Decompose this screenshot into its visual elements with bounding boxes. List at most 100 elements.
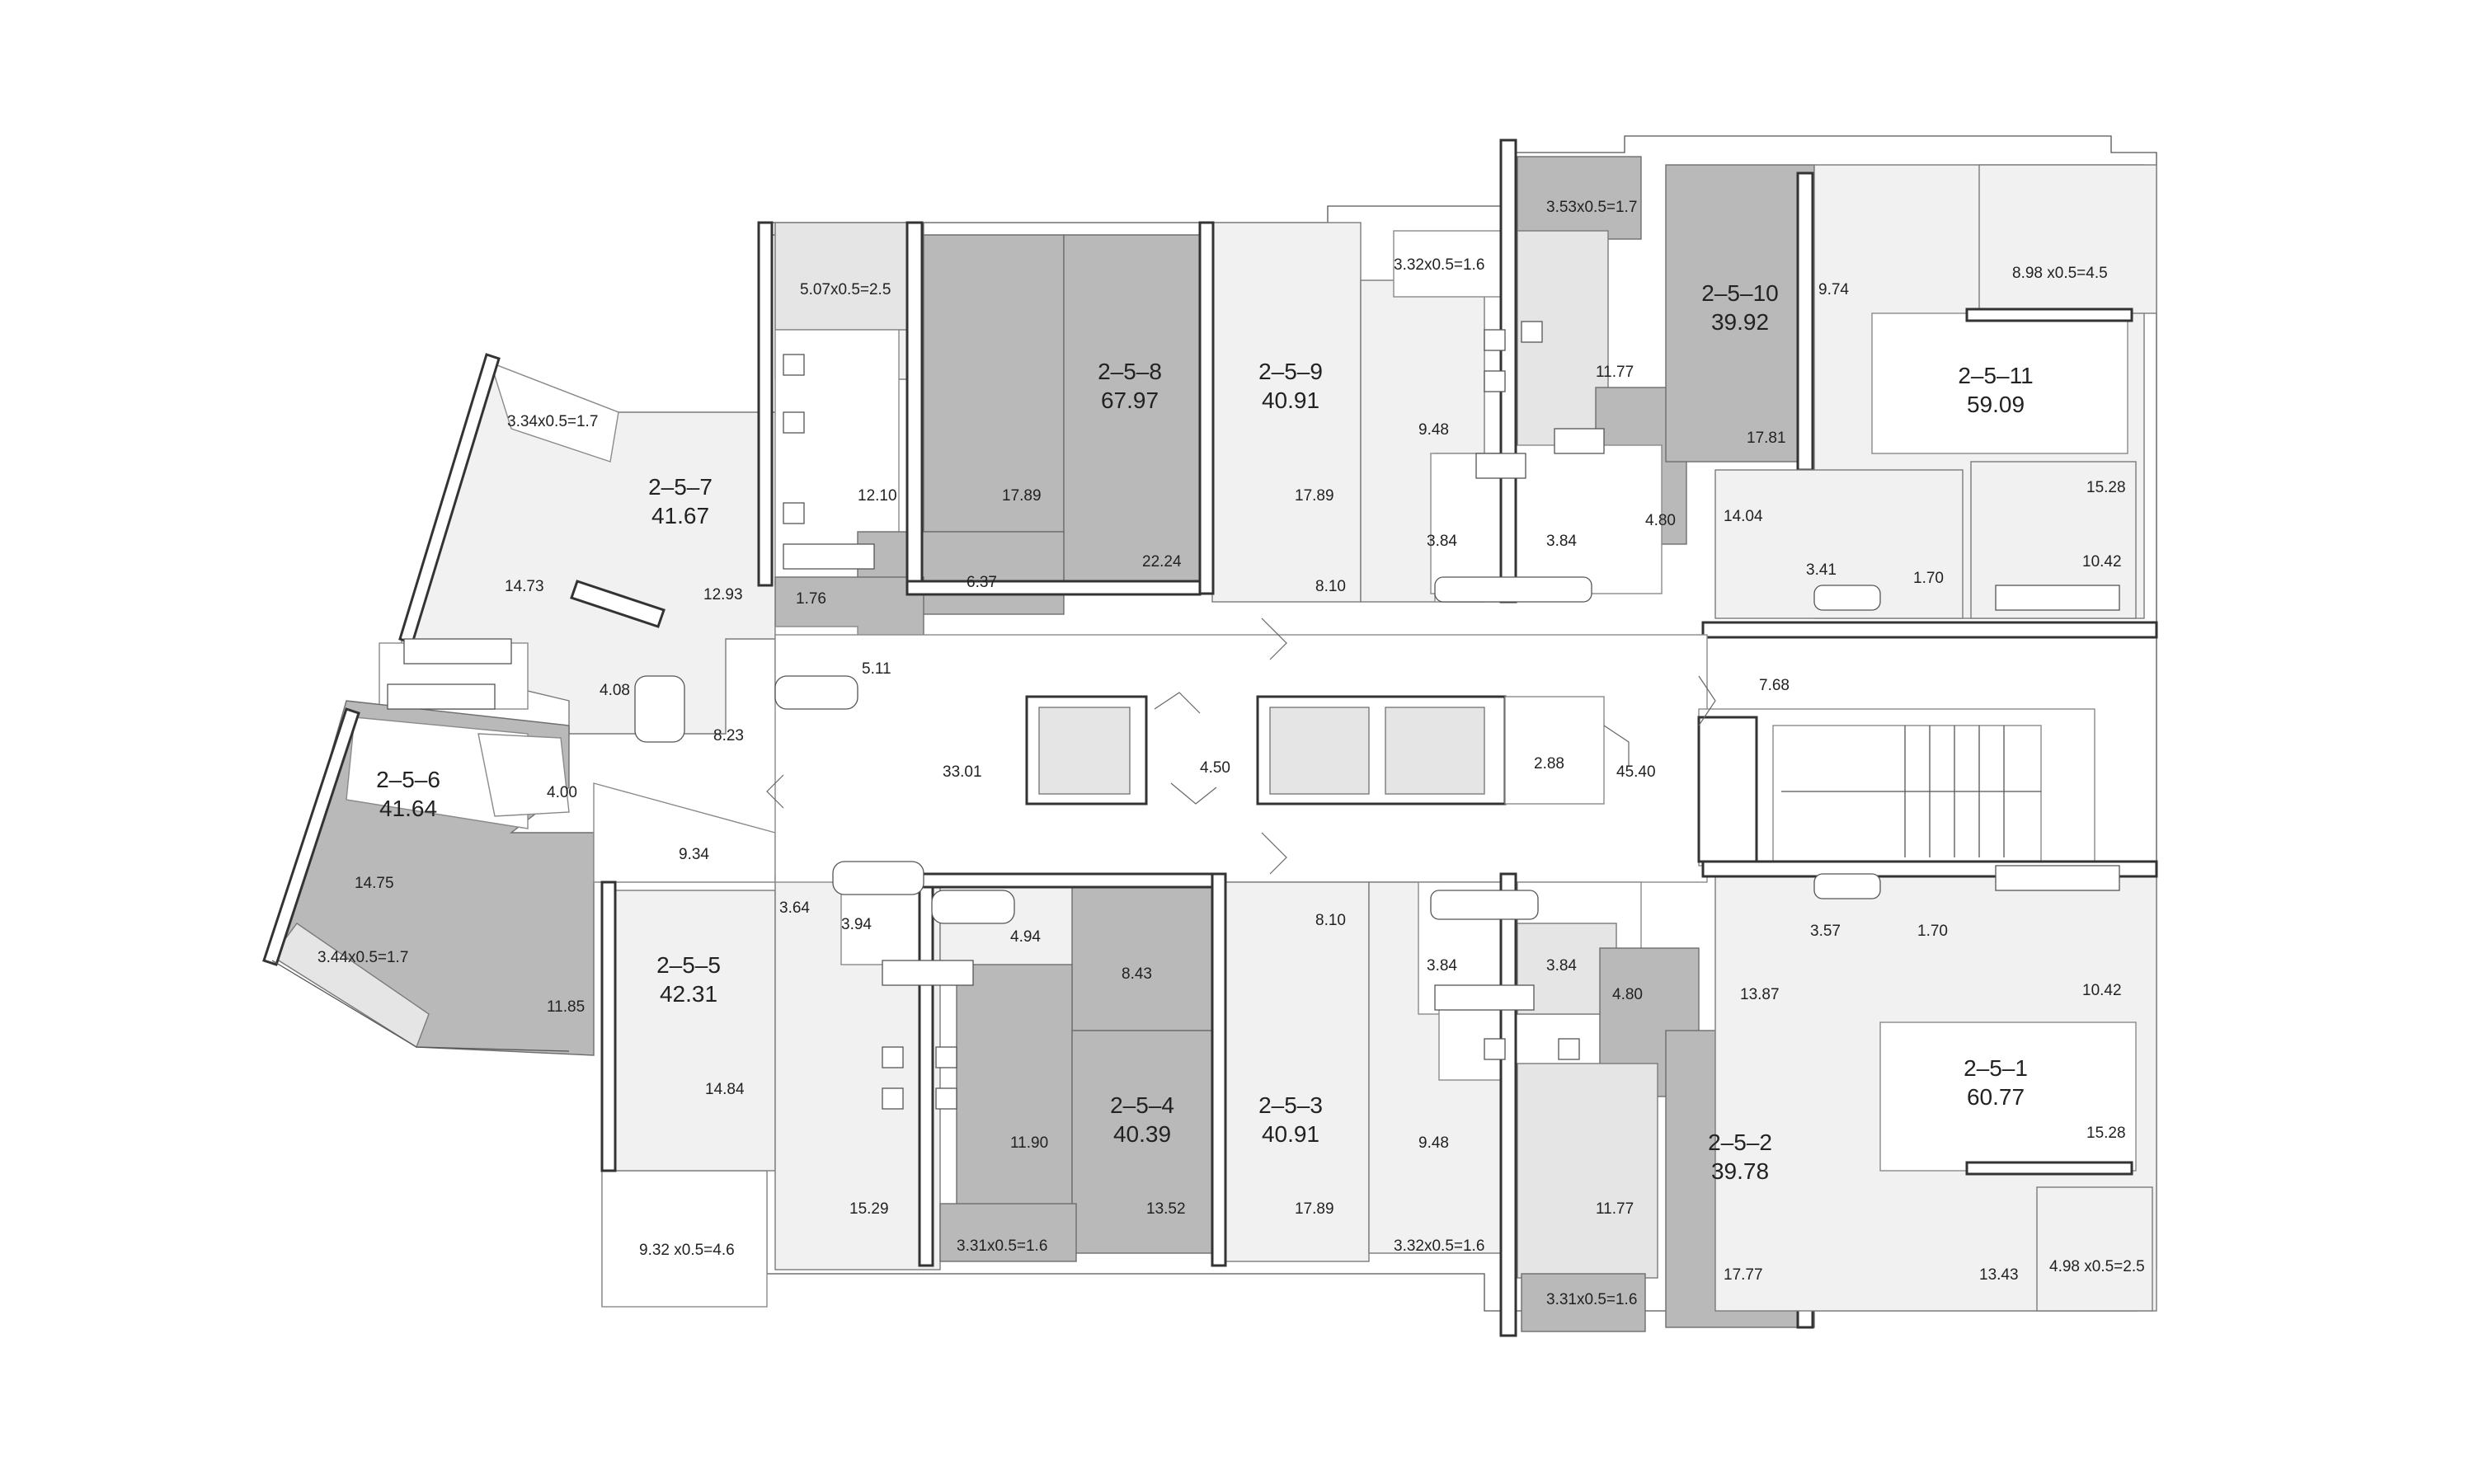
room-area: 13.52 — [1146, 1200, 1186, 1218]
room-area: 17.89 — [1295, 487, 1334, 505]
room-area: 5.11 — [862, 660, 891, 678]
room-area: 13.87 — [1740, 986, 1780, 1003]
unit-labels: 2–5–1 60.77 2–5–2 39.78 2–5–3 40.91 2–5–… — [376, 280, 2034, 1184]
unit-area-2-5-4: 40.39 — [1113, 1121, 1171, 1147]
room-area: 3.84 — [1427, 957, 1457, 974]
building-outline — [601, 135, 2157, 1312]
room-area: 6.37 — [967, 574, 997, 591]
room-area: 4.08 — [600, 682, 630, 699]
room-area: 15.28 — [2086, 479, 2126, 496]
room-area: 4.80 — [1612, 986, 1643, 1003]
balcony-area: 3.34x0.5=1.7 — [507, 413, 598, 430]
room-area: 22.24 — [1142, 553, 1182, 571]
unit-area-2-5-2: 39.78 — [1711, 1158, 1769, 1184]
balcony-area: 9.32 x0.5=4.6 — [639, 1242, 735, 1259]
unit-2-5-9-area — [1211, 222, 1362, 603]
room-area: 4.94 — [1010, 928, 1041, 946]
room-area: 15.29 — [849, 1200, 889, 1218]
room-area: 9.48 — [1418, 1134, 1449, 1152]
unit-2-5-4-living — [1071, 1030, 1217, 1254]
room-area: 9.74 — [1818, 281, 1849, 298]
corridor-east-area: 45.40 — [1616, 763, 1656, 781]
room-area: 13.43 — [1979, 1266, 2019, 1284]
balcony-area: 5.07x0.5=2.5 — [800, 281, 891, 298]
room-area: 12.10 — [858, 487, 897, 505]
unit-area-2-5-10: 39.92 — [1711, 309, 1769, 335]
room-area: 10.42 — [2082, 553, 2122, 571]
room-area: 14.04 — [1724, 508, 1763, 525]
unit-2-5-8-bedroom — [923, 234, 1065, 533]
unit-2-5-8-living — [1063, 234, 1201, 590]
room-area: 3.84 — [1546, 533, 1577, 550]
central-bottom-block — [918, 872, 1510, 1267]
room-area: 9.34 — [679, 846, 709, 863]
room-area: 3.84 — [1427, 533, 1457, 550]
room-area: 3.64 — [779, 899, 810, 917]
unit-code-2-5-2: 2–5–2 — [1708, 1129, 1772, 1155]
unit-2-5-5-area — [614, 890, 776, 1172]
room-area-labels: 10.42 15.28 13.43 13.87 3.57 1.70 17.77 … — [355, 281, 2126, 1284]
unit-area-2-5-9: 40.91 — [1262, 387, 1319, 413]
unit-2-5-10-living — [1665, 164, 1815, 463]
balcony-area: 3.32x0.5=1.6 — [1394, 1237, 1484, 1255]
unit-code-2-5-8: 2–5–8 — [1098, 359, 1162, 384]
unit-area-2-5-11: 59.09 — [1967, 392, 2025, 417]
room-area: 17.81 — [1747, 430, 1786, 447]
balcony-area: 3.32x0.5=1.6 — [1394, 256, 1484, 274]
room-area: 17.77 — [1724, 1266, 1763, 1284]
stair-treads — [1781, 726, 2041, 857]
room-area: 17.89 — [1002, 487, 1042, 505]
balcony-area: 8.98 x0.5=4.5 — [2012, 265, 2108, 282]
room-area: 3.41 — [1806, 561, 1837, 579]
room-area: 14.84 — [705, 1081, 745, 1098]
room-area: 12.93 — [703, 586, 743, 603]
balcony-area: 4.98 x0.5=2.5 — [2049, 1258, 2145, 1275]
unit-code-2-5-4: 2–5–4 — [1110, 1092, 1174, 1118]
stair-lobby-area: 7.68 — [1759, 677, 1790, 694]
unit-code-2-5-9: 2–5–9 — [1258, 359, 1323, 384]
room-area: 4.00 — [547, 784, 577, 801]
doors — [766, 618, 1716, 875]
room-area: 10.42 — [2082, 982, 2122, 999]
common-area-labels: 33.01 4.50 2.88 45.40 7.68 — [943, 677, 1790, 781]
room-area: 8.23 — [713, 727, 744, 744]
vestibule-area: 2.88 — [1534, 755, 1564, 773]
balcony-area: 3.53x0.5=1.7 — [1546, 199, 1637, 216]
balcony-area: 3.31x0.5=1.6 — [957, 1237, 1047, 1255]
room-area: 11.77 — [1596, 364, 1634, 381]
room-area: 14.73 — [505, 578, 544, 595]
unit-code-2-5-3: 2–5–3 — [1258, 1092, 1323, 1118]
unit-code-2-5-5: 2–5–5 — [656, 952, 721, 978]
unit-code-2-5-7: 2–5–7 — [648, 474, 713, 500]
room-area: 8.43 — [1122, 965, 1152, 983]
room-area: 3.94 — [841, 916, 872, 933]
central-top-block — [757, 221, 1518, 702]
room-area: 8.10 — [1315, 578, 1346, 595]
unit-code-2-5-11: 2–5–11 — [1958, 363, 2033, 388]
balcony-area: 3.31x0.5=1.6 — [1546, 1291, 1637, 1308]
room-area: 4.80 — [1645, 512, 1676, 529]
room-area: 8.10 — [1315, 912, 1346, 929]
room-area: 14.75 — [355, 875, 394, 892]
room-area: 1.70 — [1917, 923, 1948, 940]
unit-code-2-5-10: 2–5–10 — [1701, 280, 1778, 306]
room-area: 1.76 — [796, 590, 826, 608]
unit-code-2-5-1: 2–5–1 — [1964, 1055, 2028, 1081]
balcony-labels: 3.53x0.5=1.7 3.32x0.5=1.6 5.07x0.5=2.5 8… — [317, 199, 2145, 1308]
room-area: 3.57 — [1810, 923, 1841, 940]
unit-area-2-5-1: 60.77 — [1967, 1084, 2025, 1110]
room-area: 11.90 — [1010, 1134, 1048, 1152]
fixtures — [387, 321, 2120, 1110]
room-area: 11.85 — [547, 998, 585, 1016]
room-area: 9.48 — [1418, 421, 1449, 439]
room-area: 3.84 — [1546, 957, 1577, 974]
unit-area-2-5-5: 42.31 — [660, 981, 717, 1007]
unit-code-2-5-6: 2–5–6 — [376, 767, 440, 792]
top-right-central-block — [1430, 139, 1815, 603]
corridor-west-area: 33.01 — [943, 763, 982, 781]
room-area: 17.89 — [1295, 1200, 1334, 1218]
unit-area-2-5-6: 41.64 — [379, 796, 437, 821]
unit-area-2-5-7: 41.67 — [651, 503, 709, 528]
elevator-lobby-area: 4.50 — [1200, 759, 1230, 777]
unit-area-2-5-3: 40.91 — [1262, 1121, 1319, 1147]
